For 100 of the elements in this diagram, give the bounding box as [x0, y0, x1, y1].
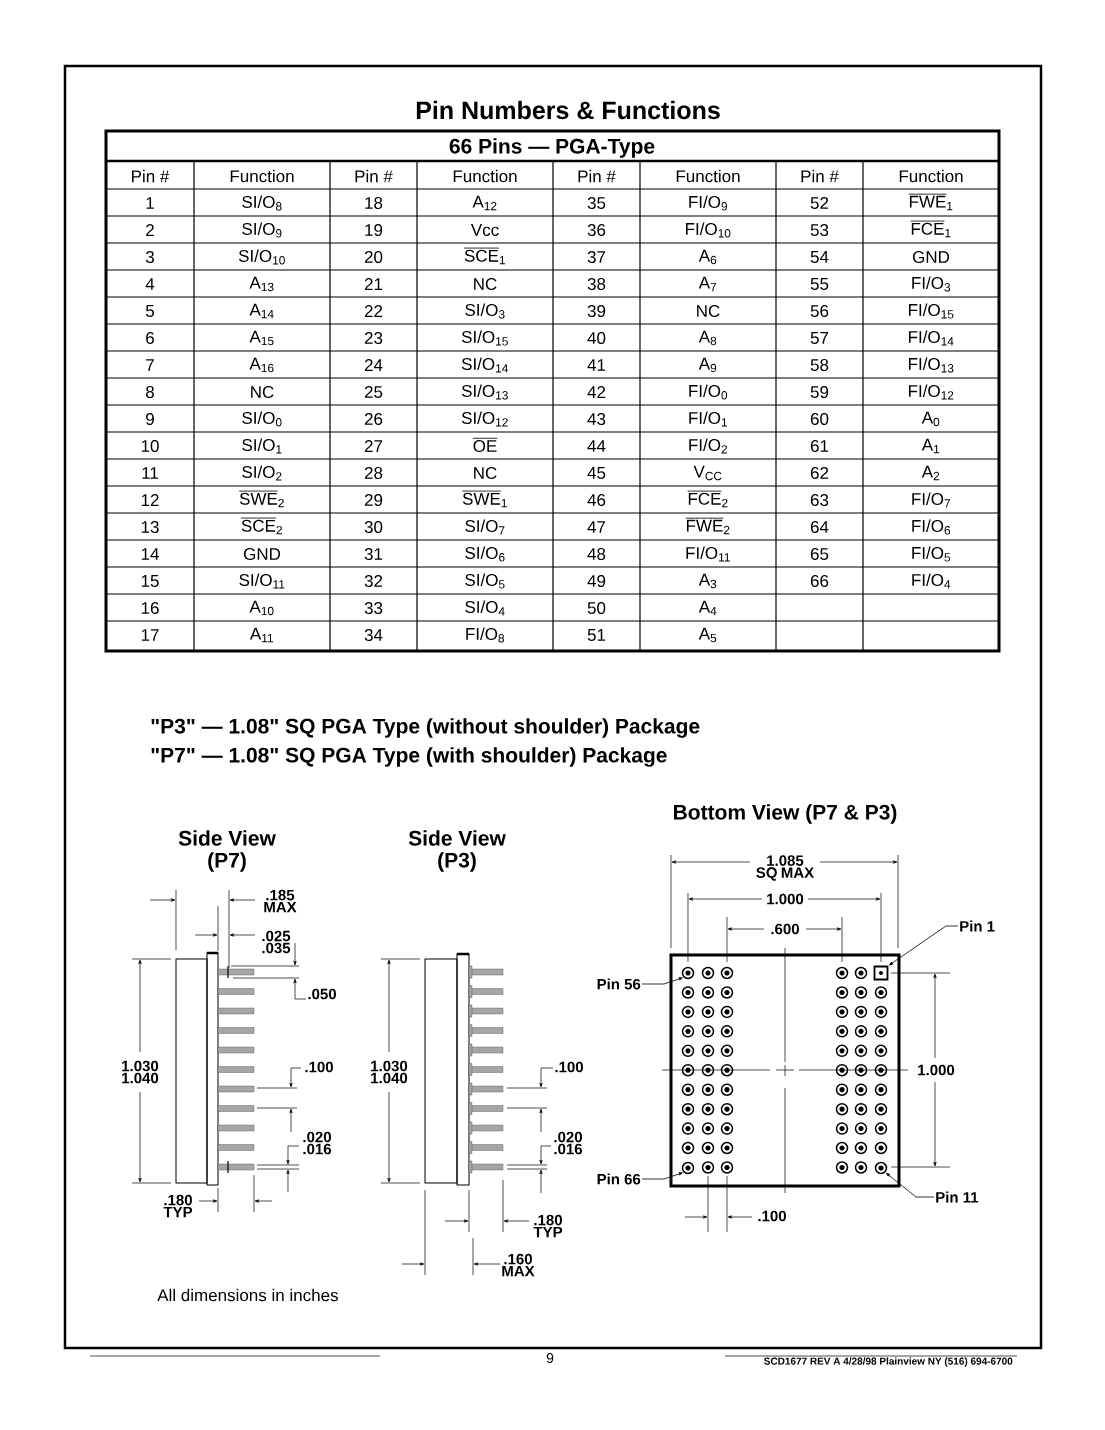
dimension-label: .600 [771, 923, 799, 935]
leader-line [641, 1172, 683, 1180]
column-header: Function [676, 169, 740, 183]
signal-name: FI/O$_{13}$ [909, 357, 954, 373]
signal-name: A$_{10}$ [249, 600, 274, 616]
signal-name: NC [474, 278, 497, 291]
dimension-label: .100 [555, 1061, 583, 1073]
dimension-label: 1.085 SQ MAX [756, 855, 814, 881]
signal-name: NC [474, 467, 497, 480]
page-number: 9 [546, 1353, 554, 1363]
signal-name: FI/O$_{2}$ [689, 438, 727, 454]
signal-name: A$_{3}$ [698, 573, 717, 589]
signal-name: FI/O$_{3}$ [912, 276, 951, 292]
pin-number: 59 [810, 386, 829, 399]
pin-number: 38 [587, 278, 606, 291]
view-title: Side View (P7) [178, 830, 276, 872]
pin-number: 25 [364, 386, 383, 399]
signal-name: A$_{13}$ [249, 276, 274, 292]
dimension-label: .020 .016 [554, 1131, 583, 1155]
pin-label: Pin 1 [960, 920, 995, 932]
signal-name: FI/O$_{12}$ [909, 384, 954, 400]
signal-name: A$_{5}$ [698, 627, 717, 643]
signal-name: OE [472, 437, 498, 453]
pin-number: 11 [142, 467, 158, 479]
dimension-label: 1.030 1.040 [122, 1060, 159, 1084]
pin-number: 5 [145, 305, 154, 317]
signal-name: A$_{16}$ [249, 357, 274, 373]
dimension-label: .185 MAX [264, 889, 297, 913]
footer-text: SCD1677 REV A 4/28/98 Plainview NY (516) 694-6700 [764, 1357, 1013, 1367]
signal-name: SI/O$_{3}$ [465, 303, 505, 319]
signal-name: GND [243, 548, 281, 561]
pin-number: 37 [587, 251, 606, 264]
signal-name: A$_{11}$ [249, 627, 273, 643]
signal-name: SCE$_{2}$ [240, 517, 282, 535]
note: All dimensions in inches [157, 1288, 338, 1302]
column-header: Function [230, 169, 294, 183]
pin-number: 58 [810, 359, 829, 372]
pin-number: 17 [141, 629, 159, 641]
signal-name: V$_{CC}$ [693, 465, 722, 481]
pin-number: 40 [587, 332, 606, 345]
pin-number: 16 [141, 602, 159, 615]
pin-number: 12 [141, 494, 159, 506]
leader-line [641, 977, 683, 985]
pin-number: 6 [146, 332, 154, 345]
signal-name: SI/O$_{2}$ [242, 465, 282, 481]
dimension-label: .025 .035 [262, 930, 291, 954]
pin-number: 14 [141, 548, 159, 560]
pin-number: 57 [810, 332, 829, 344]
signal-name: A$_{6}$ [698, 249, 717, 265]
signal-name: FI/O$_{10}$ [686, 222, 731, 238]
signal-name: FI/O$_{6}$ [912, 519, 951, 535]
pin-number: 19 [365, 224, 383, 237]
signal-name: FI/O$_{8}$ [466, 627, 505, 643]
signal-name: FI/O$_{4}$ [912, 573, 951, 589]
pin-number: 30 [364, 521, 383, 534]
signal-name: FI/O$_{11}$ [686, 546, 730, 562]
pin-number: 51 [587, 629, 606, 641]
signal-name: A$_{4}$ [698, 600, 717, 616]
signal-name: FI/O$_{0}$ [689, 384, 728, 400]
signal-name: SI/O$_{1}$ [242, 438, 282, 454]
signal-name: SI/O$_{5}$ [465, 573, 505, 589]
pin-number: 29 [364, 494, 383, 507]
signal-name: A$_{1}$ [921, 438, 940, 454]
pin-number: 44 [587, 440, 606, 452]
pin-number: 66 [810, 575, 829, 588]
signal-name: SI/O$_{7}$ [465, 519, 505, 535]
pin-number: 32 [364, 575, 383, 588]
signal-name: FI/O$_{9}$ [689, 195, 727, 211]
package-title: "P3" — 1.08" SQ PGA Type (without shoulder) Package [151, 718, 700, 738]
pin-number: 52 [810, 197, 829, 210]
signal-name: NC [251, 386, 274, 399]
signal-name: A$_{0}$ [921, 411, 940, 427]
pin-number: 2 [146, 224, 154, 236]
pin-number: 42 [587, 386, 606, 398]
pin-number: 20 [364, 251, 383, 264]
pin-number: 53 [810, 224, 829, 237]
leader-line [889, 925, 959, 966]
pin-number: 28 [364, 467, 383, 480]
signal-name: SI/O$_{6}$ [465, 546, 505, 562]
pin-number: 18 [365, 197, 383, 210]
pin-number: 55 [810, 278, 829, 290]
signal-name: FCE$_{1}$ [910, 220, 951, 238]
signal-name: FI/O$_{15}$ [909, 303, 954, 319]
view-title: Side View (P3) [408, 830, 506, 872]
pin-number: 61 [810, 440, 829, 453]
pin-number: 65 [810, 548, 829, 561]
pin-number: 13 [141, 521, 159, 534]
signal-name: SI/O$_{10}$ [238, 249, 285, 265]
signal-name: FI/O$_{1}$ [689, 411, 727, 427]
signal-name: SWE$_{2}$ [238, 490, 284, 508]
signal-name: SI/O$_{0}$ [242, 411, 282, 427]
column-header: Pin # [132, 169, 170, 183]
pin-number: 33 [364, 602, 383, 615]
pin-number: 9 [146, 413, 154, 426]
pin-number: 54 [810, 251, 829, 263]
signal-name: A$_{14}$ [249, 303, 274, 319]
pin-number: 15 [141, 575, 159, 587]
pin-pad [681, 966, 695, 980]
signal-name: FWE$_{1}$ [908, 193, 953, 211]
signal-name: FWE$_{2}$ [685, 517, 730, 535]
